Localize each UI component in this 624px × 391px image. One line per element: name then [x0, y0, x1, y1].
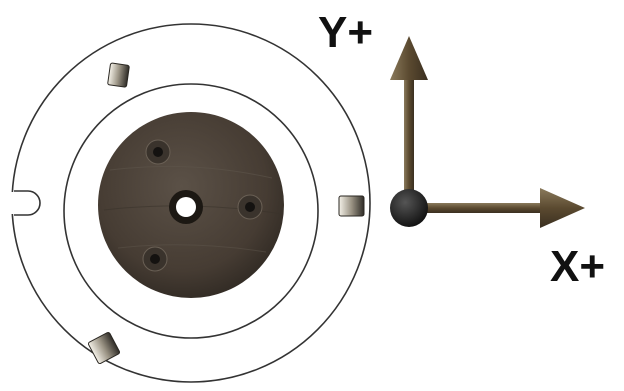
- x-axis-label: X+: [550, 242, 606, 291]
- screw-right: [237, 194, 263, 220]
- pin-top: [107, 62, 130, 88]
- pin-bottom: [87, 331, 121, 365]
- screw-bottom: [142, 246, 168, 272]
- screw-top: [145, 139, 171, 165]
- y-axis-label: Y+: [318, 8, 374, 57]
- left-notch: [11, 190, 41, 216]
- pin-right: [338, 195, 365, 217]
- origin-sphere: [390, 189, 428, 227]
- center-hole: [169, 190, 203, 224]
- y-axis-arrow: [390, 36, 428, 210]
- x-axis-arrow: [410, 188, 585, 228]
